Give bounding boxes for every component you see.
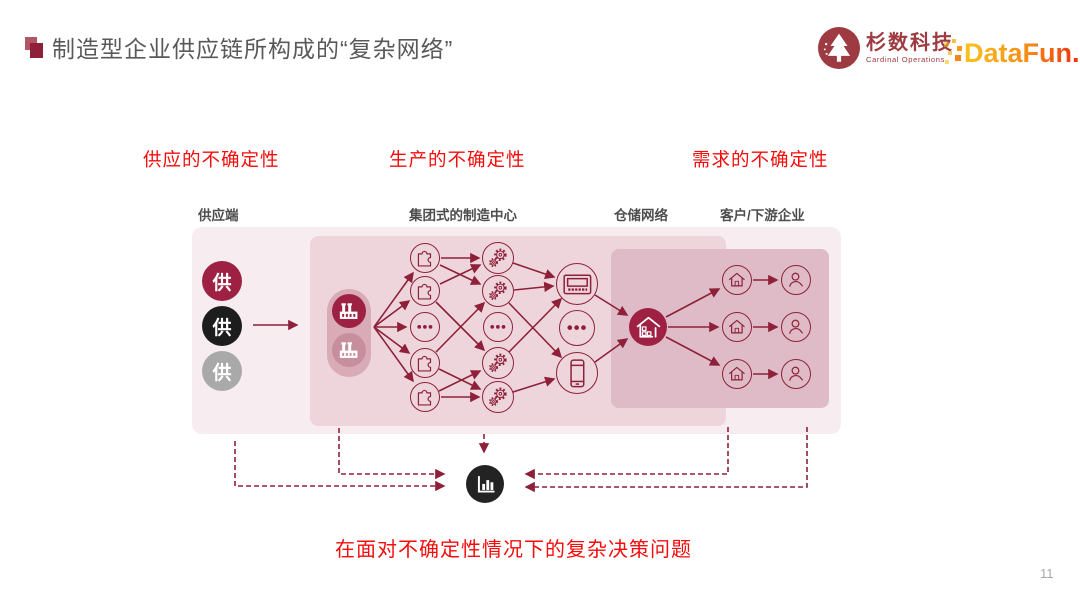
supplier-node-1: 供	[202, 261, 242, 301]
factory-node-2	[332, 333, 366, 367]
ellipsis-icon	[490, 325, 506, 329]
processing-node-1	[482, 242, 514, 274]
store-node-1	[722, 265, 752, 295]
gears-icon	[489, 353, 507, 373]
header-manufacturing-center: 集团式的制造中心	[409, 208, 517, 223]
person-icon	[789, 319, 804, 335]
bottom-caption: 在面对不确定性情况下的复杂决策问题	[335, 539, 692, 561]
person-icon	[789, 366, 804, 382]
gears-icon	[489, 281, 507, 301]
person-icon	[789, 272, 804, 288]
datafun-pixels-icon	[942, 38, 964, 68]
page-title: 制造型企业供应链所构成的“复杂网络”	[52, 36, 454, 62]
processing-node-3	[482, 347, 514, 379]
decision-analysis-node	[466, 465, 504, 503]
puzzle-icon	[417, 250, 432, 267]
factory-node-1	[332, 294, 366, 328]
ellipsis-icon	[567, 325, 587, 331]
label-production-uncertainty: 生产的不确定性	[389, 149, 526, 170]
factory-icon	[340, 303, 358, 320]
gears-icon	[489, 387, 507, 407]
bar-chart-icon	[477, 475, 495, 493]
supplier-node-2: 供	[202, 306, 242, 346]
page-number: 11	[1040, 566, 1054, 581]
customer-node-1	[781, 265, 811, 295]
cardinal-operations-logo: 杉数科技 Cardinal Operations	[818, 26, 954, 70]
component-node-2	[410, 276, 440, 306]
pine-tree-logo-icon	[818, 27, 860, 69]
processing-node-more	[483, 312, 513, 342]
phone-icon	[569, 359, 585, 387]
store-node-2	[722, 312, 752, 342]
cardinal-logo-subtitle: Cardinal Operations	[866, 54, 945, 64]
store-node-3	[722, 359, 752, 389]
product-terminal-node	[556, 263, 598, 305]
factory-icon	[340, 342, 358, 359]
customer-node-3	[781, 359, 811, 389]
customer-node-2	[781, 312, 811, 342]
puzzle-icon	[417, 355, 432, 372]
datafun-logo: DataFun.	[942, 32, 1080, 68]
product-phone-node	[556, 352, 598, 394]
terminal-device-icon	[563, 274, 591, 294]
puzzle-icon	[417, 283, 432, 300]
processing-node-2	[482, 275, 514, 307]
title-bullet-icon	[25, 37, 45, 59]
cardinal-logo-name: 杉数科技	[866, 31, 954, 54]
ellipsis-icon	[417, 325, 433, 329]
component-node-3	[410, 348, 440, 378]
label-supply-uncertainty: 供应的不确定性	[143, 149, 280, 170]
house-icon	[729, 272, 745, 287]
house-icon	[729, 366, 745, 381]
header-customers: 客户/下游企业	[720, 208, 805, 223]
warehouse-node	[629, 308, 667, 346]
puzzle-icon	[417, 389, 432, 406]
gears-icon	[489, 248, 507, 268]
label-demand-uncertainty: 需求的不确定性	[692, 149, 829, 170]
warehouse-icon	[636, 316, 660, 338]
header-supply-side: 供应端	[198, 208, 239, 223]
component-node-more	[410, 312, 440, 342]
datafun-logo-text: DataFun.	[964, 38, 1080, 68]
supplier-node-3: 供	[202, 351, 242, 391]
component-node-4	[410, 382, 440, 412]
product-node-more	[559, 310, 595, 346]
header-warehouse-network: 仓储网络	[614, 208, 668, 223]
component-node-1	[410, 243, 440, 273]
processing-node-4	[482, 381, 514, 413]
house-icon	[729, 319, 745, 334]
